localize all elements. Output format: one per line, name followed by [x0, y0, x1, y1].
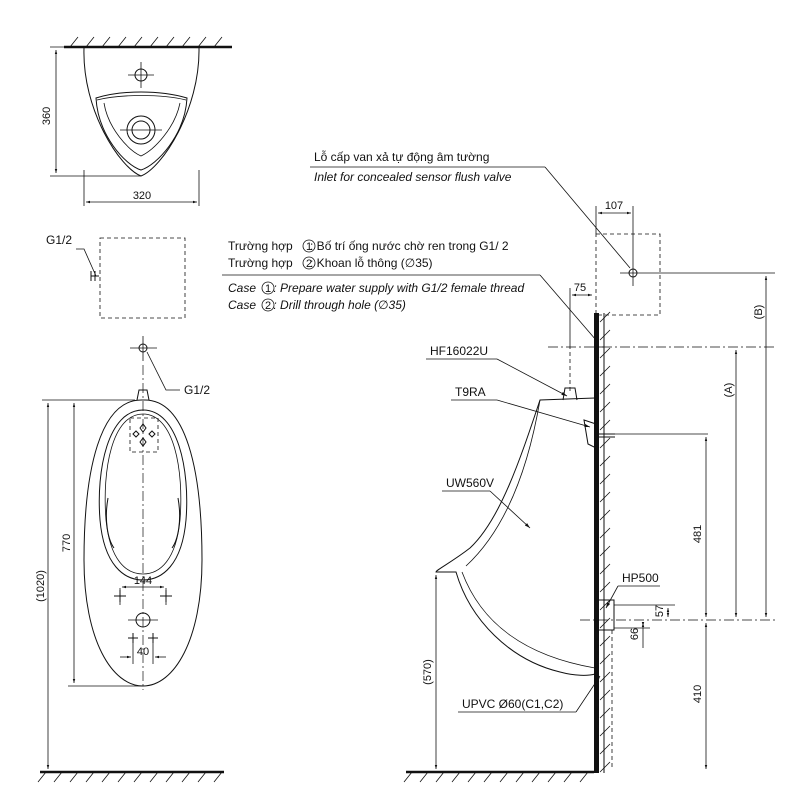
side-flush-valve-box [595, 233, 661, 316]
dim-40-label: 40 [137, 646, 149, 658]
svg-text:Trường hợp : Khoan lỗ thông (∅: Trường hợp : Khoan lỗ thông (∅35) [228, 255, 433, 270]
side-view: Lỗ cấp van xả tự động âm tường Inlet for… [222, 149, 775, 783]
svg-text:2: 2 [265, 300, 271, 312]
side-floor [403, 770, 594, 783]
dim-107-label: 107 [605, 200, 623, 212]
label-hp500: HP500 [622, 571, 659, 585]
dim-360-label: 360 [41, 107, 53, 125]
note-case1-en: Case : Prepare water supply with G1/2 fe… [228, 281, 524, 295]
dim-570-label: (570) [422, 659, 434, 685]
label-hf16022u: HF16022U [430, 344, 488, 358]
dim-b-label: (B) [753, 305, 765, 320]
front-g12-top-label: G1/2 [46, 233, 72, 247]
dim-57-label: 57 [654, 605, 666, 617]
top-bowl-outline [83, 47, 200, 177]
front-view: G1/2 G1/2 144 40 [35, 233, 224, 783]
note-case1-vi: Trường hợp : Bố trí ống nước chờ ren tro… [228, 239, 509, 253]
side-spud [562, 387, 578, 401]
top-view: 360 320 [41, 36, 232, 206]
note-en-inlet: Inlet for concealed sensor flush valve [314, 170, 512, 184]
dim-a-label: (A) [723, 383, 735, 398]
svg-text:Case : Drill through hole (∅35: Case : Drill through hole (∅35) [228, 298, 406, 312]
side-wall [594, 311, 611, 773]
dim-144-label: 144 [134, 575, 152, 587]
side-trap-hp500 [595, 599, 615, 631]
top-bowl-inner [95, 91, 188, 171]
dim-481-label: 481 [692, 525, 704, 543]
top-wall [64, 36, 232, 49]
front-flush-valve-box [99, 237, 186, 319]
dim-75-label: 75 [574, 282, 586, 294]
label-t9ra: T9RA [455, 385, 486, 399]
dim-66-label: 66 [629, 628, 641, 640]
svg-text:1: 1 [265, 283, 271, 295]
front-bowl-inner [98, 409, 188, 581]
dim-1020-label: (1020) [35, 570, 47, 602]
note-vi-inlet: Lỗ cấp van xả tự động âm tường [314, 149, 489, 164]
side-sensor-t9ra [583, 419, 597, 449]
note-case2-vi: Trường hợp : Khoan lỗ thông (∅35) 2 [228, 255, 433, 270]
side-urinal-body [435, 397, 596, 676]
svg-text:1: 1 [306, 241, 312, 253]
dim-770-label: 770 [61, 534, 73, 552]
svg-text:Case : Prepare water supply wi: Case : Prepare water supply with G1/2 fe… [228, 281, 524, 295]
label-upvc: UPVC Ø60(C1,C2) [462, 697, 563, 711]
svg-text:Trường hợp : Bố trí ống nước c: Trường hợp : Bố trí ống nước chờ ren tro… [228, 239, 509, 253]
label-uw560v: UW560V [446, 476, 494, 490]
note-case2-en: Case : Drill through hole (∅35) 2 [228, 298, 406, 312]
front-sensor-window [129, 417, 159, 453]
svg-text:2: 2 [306, 258, 312, 270]
front-g12-inlet-label: G1/2 [184, 383, 210, 397]
dim-320-label: 320 [133, 190, 151, 202]
dim-410-label: 410 [692, 685, 704, 703]
front-floor [37, 770, 224, 783]
